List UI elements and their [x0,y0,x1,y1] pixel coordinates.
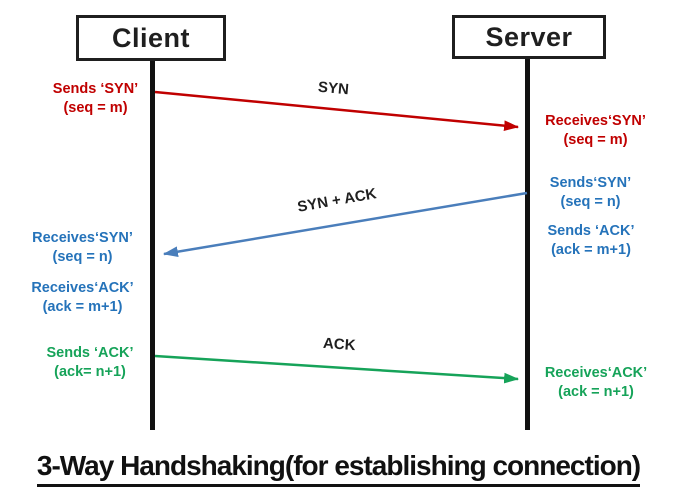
note-line: Receives‘ACK’ [31,280,134,296]
server-actor-label: Server [485,21,573,52]
note-line: (seq = m) [563,132,628,148]
note-line: (ack = n+1) [558,384,634,400]
note-line: Sends ‘ACK’ [46,345,134,361]
server-sends-syn-note: Sends‘SYN’ (seq = n) [528,174,653,212]
client-receives-syn-note: Receives‘SYN’ (seq = n) [15,229,150,267]
note-line: (seq = n) [560,194,621,210]
ack-arrow [154,354,520,384]
note-line: (seq = n) [52,249,113,265]
client-actor-box: Client [76,15,226,61]
syn-message-label: SYN [317,78,350,99]
ack-message-label: ACK [322,334,357,355]
note-line: (seq = m) [63,100,128,116]
client-actor-label: Client [111,22,190,53]
server-sends-ack-note: Sends ‘ACK’ (ack = m+1) [526,222,656,260]
server-actor-box: Server [452,15,606,59]
diagram-title: 3-Way Handshaking(for establishing conne… [0,450,677,487]
client-receives-ack-note: Receives‘ACK’ (ack = m+1) [15,279,150,317]
client-sends-ack-note: Sends ‘ACK’ (ack= n+1) [25,344,155,382]
client-sends-syn-note: Sends ‘SYN’ (seq = m) [28,80,163,118]
note-line: Sends ‘ACK’ [547,223,635,239]
note-line: (ack = m+1) [551,242,631,258]
client-lifeline [150,60,155,430]
note-line: (ack= n+1) [54,364,126,380]
note-line: (ack = m+1) [42,299,123,315]
diagram-title-text: 3-Way Handshaking(for establishing conne… [36,450,641,487]
note-line: Sends‘SYN’ [549,175,632,191]
note-line: Receives‘ACK’ [544,365,648,381]
server-receives-ack-note: Receives‘ACK’ (ack = n+1) [531,364,661,402]
server-lifeline [525,58,530,430]
syn-ack-message-label: SYN + ACK [296,185,378,216]
note-line: Receives‘SYN’ [32,230,133,246]
server-receives-syn-note: Receives‘SYN’ (seq = m) [533,112,658,150]
note-line: Sends ‘SYN’ [52,81,139,97]
note-line: Receives‘SYN’ [545,113,646,129]
